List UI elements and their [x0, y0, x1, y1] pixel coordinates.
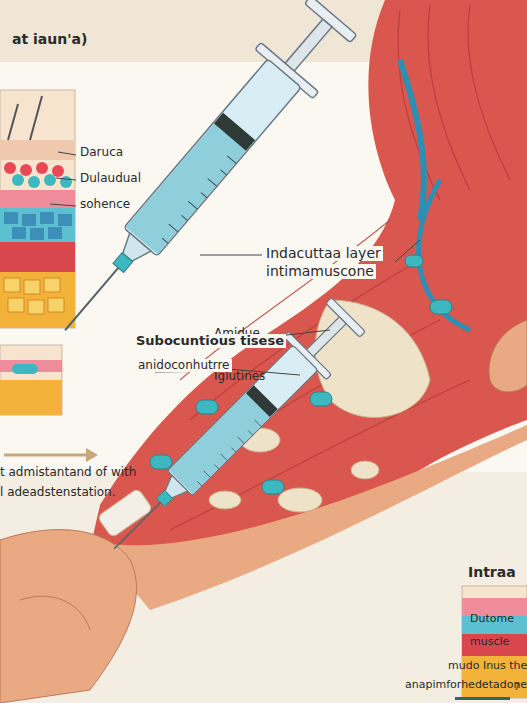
leader-lines	[155, 240, 420, 375]
part-label: anidoconhutrre	[136, 359, 232, 372]
part-label: Dutome	[470, 613, 514, 625]
part-label: mudo Inus the	[448, 660, 527, 672]
skin-layers-inset	[0, 90, 76, 415]
part-label: Subocuntious tisese	[134, 334, 286, 348]
part-label: Indacuttaa layer	[264, 246, 383, 261]
part-label: Dulaudual	[80, 172, 141, 185]
part-label: intimamuscone	[264, 264, 376, 279]
part-label: sohence	[80, 198, 130, 211]
note-text: t admistantand of with	[0, 466, 136, 479]
part-label: muscle	[470, 636, 509, 648]
inset-title: at iaun'a)	[12, 32, 87, 47]
inset-title: Intraa	[466, 565, 518, 580]
part-label: Daruca	[80, 146, 123, 159]
part-label: anapimforhedetadone	[405, 679, 527, 691]
note-text: l adeadstenstation.	[0, 486, 116, 499]
page-number: 7	[514, 683, 520, 693]
